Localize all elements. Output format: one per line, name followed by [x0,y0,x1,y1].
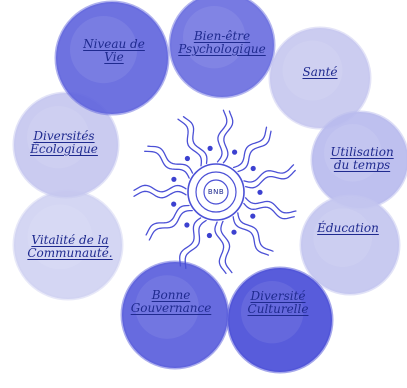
domain-circle-highlight [183,6,245,68]
sun-dot [257,190,262,195]
sun-dot [207,233,212,238]
domain-circle-highlight [283,41,343,101]
domain-circle-highlight [27,106,89,168]
domain-circle-highlight [313,208,372,267]
sun-ray [218,110,227,162]
sun-ray [134,185,186,192]
sun-ray [246,171,296,188]
sun-ray [221,221,232,272]
sun-dot [185,156,190,161]
sun-ray [233,217,268,255]
domain-circle-highlight [70,16,137,83]
sun-dot [231,230,236,235]
sun-dot [251,166,256,171]
sun-dot [250,214,255,219]
sun-ray [180,218,201,266]
domain-circle-highlight [324,124,382,182]
sun-ray [185,221,206,269]
sun-dot [232,150,237,155]
sun-ray [146,206,189,235]
sun-dot [171,177,176,182]
sun-dot [208,146,213,151]
sun-ray [234,127,267,167]
sun-ray [238,131,271,171]
sun-ray [223,111,232,163]
sun-dot [184,222,189,227]
sun-ray [134,191,186,198]
domain-circle-highlight [28,205,93,270]
central-sun-symbol [134,110,296,273]
domain-circle-highlight [241,281,303,343]
sun-ray [246,198,296,213]
sun-dot [171,202,176,207]
domain-circle-highlight [135,275,199,339]
